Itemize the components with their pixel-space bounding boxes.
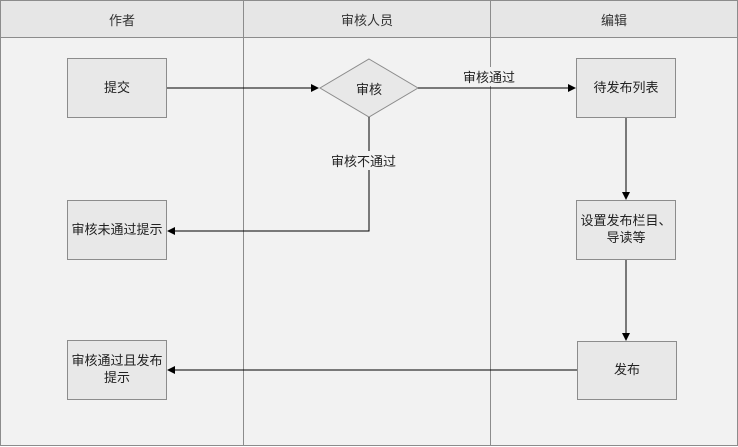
lane-author-header: 作者 [1, 1, 243, 38]
edge-label-rejected: 审核不通过 [331, 151, 397, 170]
edge-label-approved: 审核通过 [463, 67, 516, 86]
node-review-label[interactable]: 审核 [355, 82, 382, 98]
node-submit[interactable]: 提交 [67, 58, 167, 118]
edge-review-to-rejected [167, 117, 370, 235]
node-published-notice[interactable]: 审核通过且发布提示 [67, 340, 167, 400]
lane-editor-header: 编辑 [491, 1, 737, 38]
lane-reviewer: 审核人员 [243, 0, 491, 446]
lane-reviewer-header: 审核人员 [244, 1, 490, 38]
node-pending-list[interactable]: 待发布列表 [576, 58, 676, 118]
node-rejected-notice[interactable]: 审核未通过提示 [67, 200, 167, 260]
node-set-column[interactable]: 设置发布栏目、导读等 [576, 200, 676, 260]
node-publish[interactable]: 发布 [577, 341, 677, 400]
